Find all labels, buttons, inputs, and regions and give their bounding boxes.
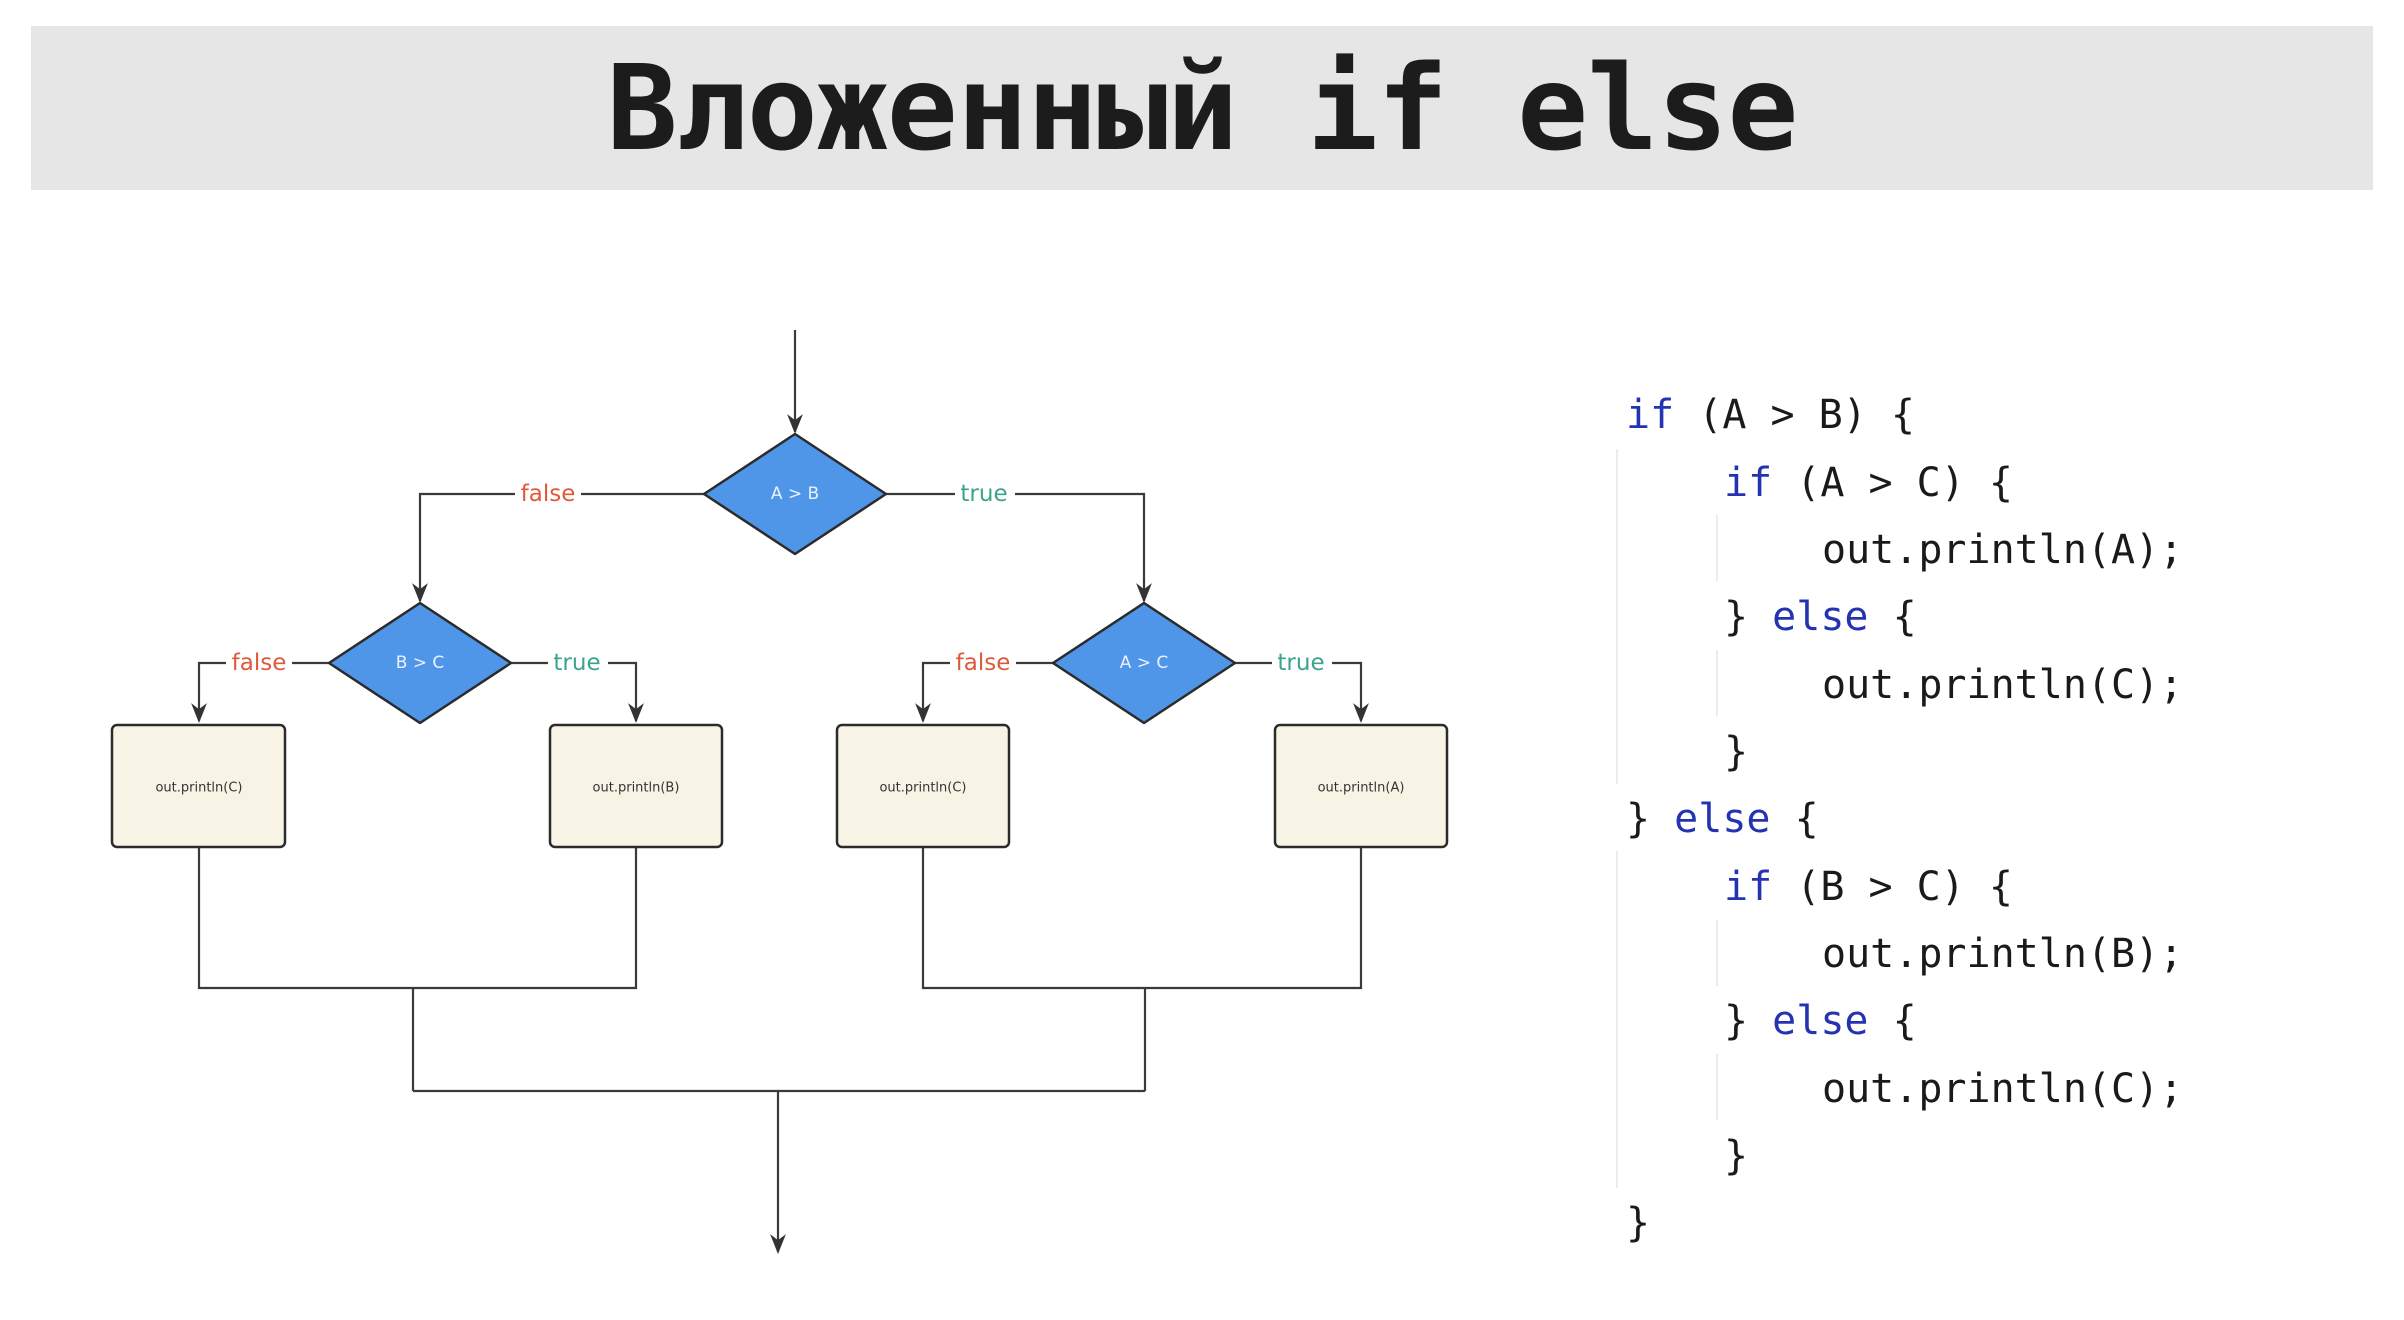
keyword: else	[1674, 796, 1771, 842]
process-box	[548, 723, 724, 849]
code-text: (A > C) {	[1772, 460, 2013, 506]
code-line: if (A > C) {	[1724, 458, 2013, 508]
keyword: if	[1626, 392, 1675, 438]
code-text: }	[1724, 1133, 1749, 1179]
keyword: if	[1724, 864, 1773, 910]
code-text: out.println(A);	[1822, 527, 2184, 573]
indent-guide	[1716, 1054, 1718, 1120]
indent-guide	[1716, 920, 1718, 986]
label-true: true	[960, 481, 1007, 507]
code-text: out.println(C);	[1822, 1066, 2184, 1112]
code-line: }	[1724, 1131, 1748, 1181]
process-box	[110, 723, 287, 849]
title-banner: Вложенный if else	[31, 26, 2373, 190]
code-line: } else {	[1626, 794, 1819, 844]
slide-title: Вложенный if else	[606, 39, 1799, 177]
process-box	[1273, 723, 1449, 849]
code-text: }	[1626, 1200, 1651, 1246]
merge-right	[921, 846, 1363, 1091]
code-line: if (B > C) {	[1724, 862, 2013, 912]
code-text: }	[1724, 998, 1773, 1044]
code-text: {	[1868, 594, 1917, 640]
label-true: true	[1277, 650, 1324, 676]
code-line: } else {	[1724, 996, 1917, 1046]
code-line: }	[1724, 727, 1748, 777]
label-false: false	[956, 650, 1011, 676]
process-label: out.println(C)	[155, 781, 242, 796]
code-text: }	[1724, 729, 1749, 775]
code-line: out.println(C);	[1822, 1064, 2183, 1114]
keyword: if	[1724, 460, 1773, 506]
indent-guide	[1616, 851, 1618, 1188]
code-text: {	[1868, 998, 1917, 1044]
code-text: out.println(B);	[1822, 931, 2184, 977]
merge-left	[197, 846, 638, 1091]
keyword: else	[1772, 998, 1869, 1044]
process-label: out.println(B)	[593, 781, 680, 796]
code-text: {	[1770, 796, 1819, 842]
code-line: } else {	[1724, 592, 1917, 642]
code-text: (A > B) {	[1674, 392, 1915, 438]
decision-label: B > C	[396, 653, 445, 673]
code-text: }	[1626, 796, 1675, 842]
indent-guide	[1716, 650, 1718, 716]
code-text: (B > C) {	[1772, 864, 2013, 910]
indent-guide	[1616, 449, 1618, 784]
process-label: out.println(A)	[1318, 781, 1405, 796]
edge-ab-true	[886, 492, 1152, 603]
code-line: out.println(A);	[1822, 525, 2183, 575]
code-text: out.println(C);	[1822, 662, 2184, 708]
edge-ab-false	[412, 492, 704, 603]
process-box	[835, 723, 1011, 849]
label-true: true	[553, 650, 600, 676]
indent-guide	[1716, 515, 1718, 581]
decision-a-gt-b	[702, 432, 888, 556]
code-line: out.println(B);	[1822, 929, 2183, 979]
decision-a-gt-c	[1051, 601, 1237, 725]
keyword: else	[1772, 594, 1869, 640]
label-false: false	[521, 481, 576, 507]
process-label: out.println(C)	[879, 781, 966, 796]
code-line: if (A > B) {	[1626, 390, 1915, 440]
code-text: }	[1724, 594, 1773, 640]
code-line: }	[1626, 1198, 1650, 1248]
decision-label: A > C	[1120, 653, 1169, 673]
decision-label: A > B	[771, 484, 819, 504]
decision-b-gt-c	[327, 601, 513, 725]
code-line: out.println(C);	[1822, 660, 2183, 710]
label-false: false	[232, 650, 287, 676]
